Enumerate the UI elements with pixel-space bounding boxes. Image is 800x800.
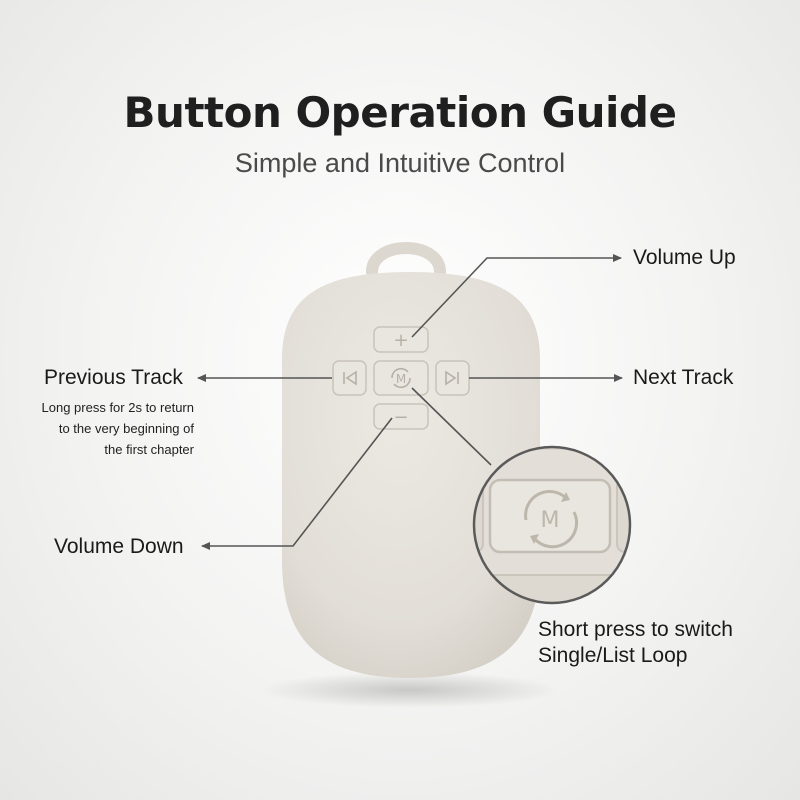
magnifier-ring xyxy=(472,445,632,605)
previous-track-note-line: the first chapter xyxy=(104,442,194,457)
plus-icon: + xyxy=(393,330,408,351)
page-title: Button Operation Guide xyxy=(123,88,677,137)
mode-button[interactable]: M xyxy=(373,360,429,396)
mode-zoom-leader xyxy=(411,387,492,466)
lanyard-loop xyxy=(366,242,446,278)
previous-track-note: Long press for 2s to return to the very … xyxy=(42,397,194,460)
zoom-mode-letter: M xyxy=(541,508,560,533)
previous-track-label: Previous Track xyxy=(44,366,183,389)
next-track-button[interactable] xyxy=(435,360,470,396)
mode-note-line: Short press to switch xyxy=(538,618,733,641)
previous-track-note-line: Long press for 2s to return xyxy=(41,400,194,415)
volume-down-leader xyxy=(201,417,393,550)
skip-forward-icon xyxy=(445,370,459,386)
previous-track-button[interactable] xyxy=(332,360,367,396)
mode-letter: M xyxy=(396,372,406,386)
mode-note: Short press to switch Single/List Loop xyxy=(538,617,733,669)
leader-lines xyxy=(197,254,623,550)
previous-track-note-line: to the very beginning of xyxy=(58,421,194,436)
mode-button-zoom: M xyxy=(472,445,632,605)
next-track-label: Next Track xyxy=(633,366,734,389)
mode-note-line: Single/List Loop xyxy=(538,644,688,667)
volume-up-button[interactable]: + xyxy=(373,326,429,353)
volume-up-label: Volume Up xyxy=(633,246,736,269)
ground-shadow xyxy=(260,672,560,708)
volume-down-button[interactable]: − xyxy=(373,403,429,430)
skip-back-icon xyxy=(343,370,357,386)
page-subtitle: Simple and Intuitive Control xyxy=(234,148,566,178)
volume-down-label: Volume Down xyxy=(54,535,184,558)
minus-icon: − xyxy=(393,407,408,428)
loop-mode-icon: M xyxy=(391,367,411,389)
volume-up-leader xyxy=(411,254,622,338)
